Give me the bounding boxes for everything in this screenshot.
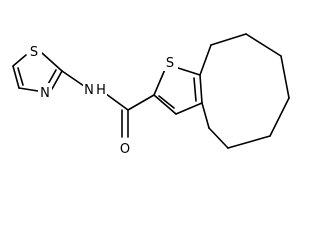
molecule-diagram: S N N H O S: [12, 33, 290, 157]
atom-carbonyl-oxygen: O: [117, 139, 133, 157]
bond-thiazole-c5-c4: [12, 65, 20, 89]
bond-thiophene-c3-c2-inner: [158, 95, 175, 109]
bond-ring8-4: [280, 55, 290, 99]
bond-thiazole-s-c5: [12, 54, 27, 67]
bond-ring8-2: [210, 33, 247, 46]
atom-thiophene-sulfur: S: [163, 53, 178, 71]
atom-thiazole-sulfur: S: [27, 42, 42, 60]
bond-ring8-1: [199, 44, 212, 76]
atom-label-carbonyl-o: O: [120, 142, 130, 157]
bond-thiazole-n-c2: [51, 70, 63, 90]
bond-lines: [12, 33, 290, 149]
atom-amide-nh: N H: [83, 80, 107, 98]
atom-label-amide-h: H: [96, 83, 106, 98]
bond-thiophene-s-c7a: [174, 66, 201, 76]
atom-label-amide-n: N: [84, 83, 94, 98]
bond-thiophene-c3-c2: [153, 94, 177, 115]
bond-thiazole-c4-n: [18, 87, 39, 92]
atom-labels: S N N H O S: [27, 42, 178, 157]
bond-ring8-5: [269, 97, 290, 137]
atom-label-thiazole-n: N: [40, 86, 50, 101]
bond-ring8-6: [227, 135, 271, 149]
bond-c2-nh: [61, 70, 85, 87]
bond-carbonyl-thiophene: [127, 94, 155, 111]
bond-ring8-8: [201, 102, 210, 129]
bond-thiophene-c7a-c3a: [199, 74, 203, 104]
bond-thiophene-c7a-c3a-inner: [193, 77, 197, 102]
atom-thiazole-nitrogen: N: [38, 83, 52, 101]
bond-thiophene-c2-s: [153, 66, 167, 96]
bond-thiazole-c5-c4-inner: [17, 67, 24, 86]
atom-label-thiazole-s: S: [30, 45, 38, 60]
atom-label-thiophene-s: S: [166, 56, 174, 71]
bond-ring8-7: [208, 127, 229, 149]
bond-ring8-3: [245, 33, 282, 57]
bond-thiophene-c3a-c3: [175, 102, 203, 115]
bond-thiazole-c2-s: [41, 52, 63, 72]
